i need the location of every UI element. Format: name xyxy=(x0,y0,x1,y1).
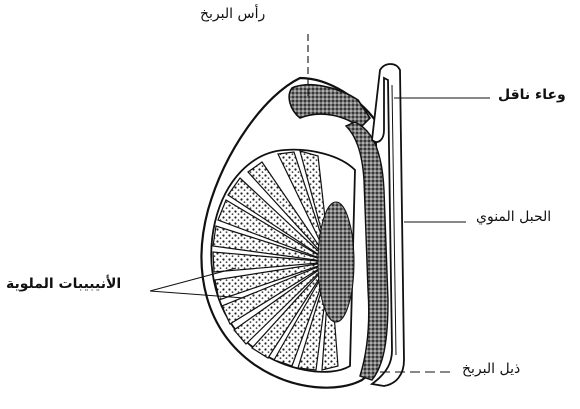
label-epididymis-head: رأس البربخ xyxy=(200,7,265,21)
label-spermatic-cord: الحبل المنوي xyxy=(476,210,551,224)
label-seminiferous-tubules: الأنيبيبات الملوية xyxy=(6,277,121,291)
label-vas-deferens: وعاء ناقل xyxy=(498,88,566,102)
rete-testis xyxy=(318,202,354,322)
label-epididymis-tail: ذيل البربخ xyxy=(462,362,520,376)
epididymis-head xyxy=(289,85,370,128)
